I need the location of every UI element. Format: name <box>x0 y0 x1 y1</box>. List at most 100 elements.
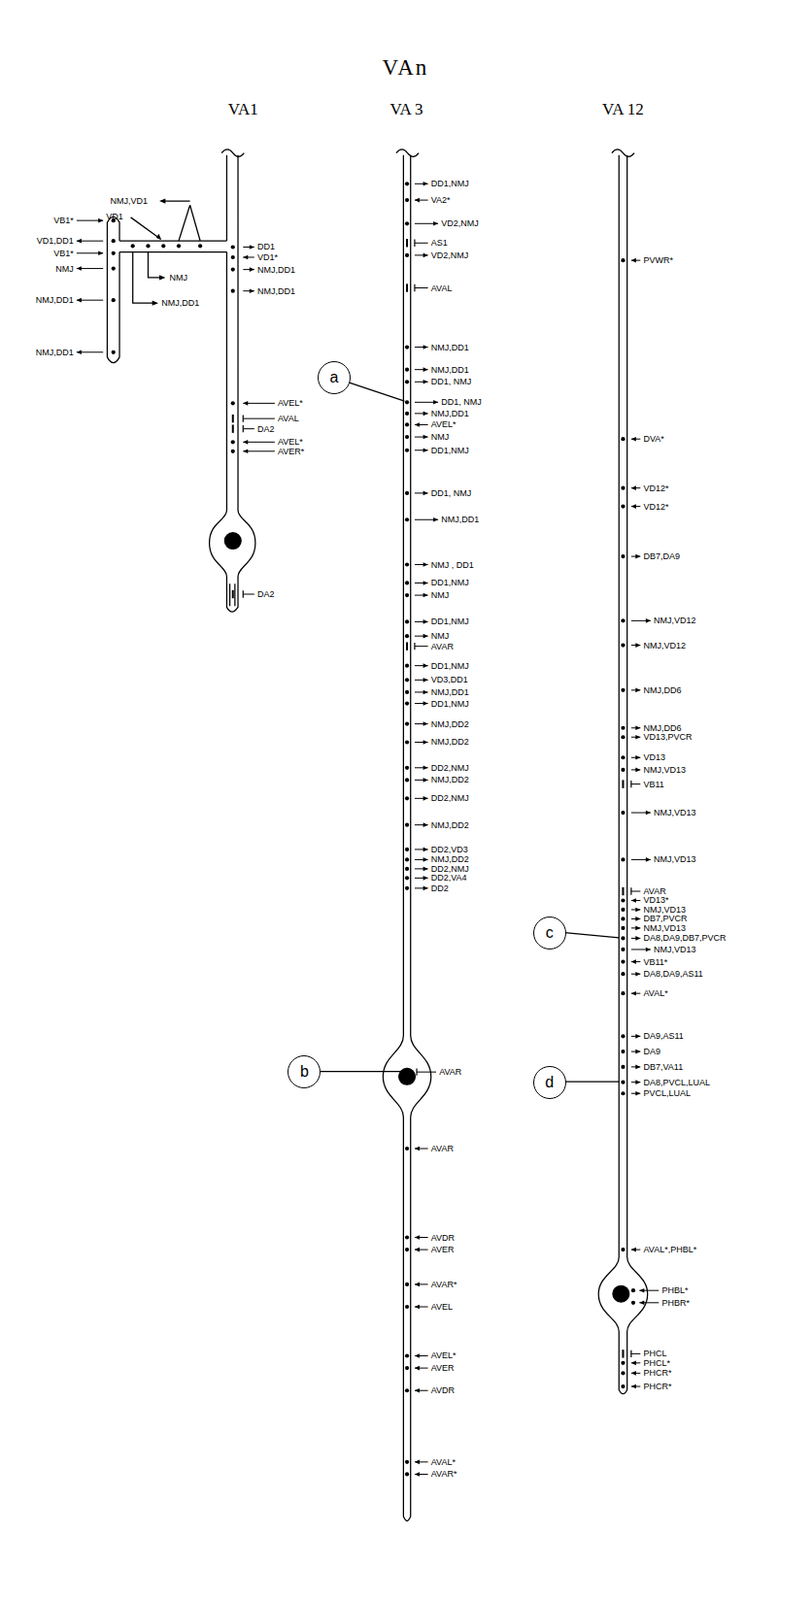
arrowhead <box>631 437 637 442</box>
synapse-label: PVWR* <box>642 255 674 266</box>
synapse-label: DB7,DA9 <box>642 551 680 562</box>
synapse-line <box>242 418 275 420</box>
synapse-dot <box>620 926 625 931</box>
synapse-dot <box>620 642 625 647</box>
synapse-dot <box>405 766 409 771</box>
arrowhead <box>645 857 651 863</box>
synapse-dot <box>231 268 236 272</box>
synapse-label: VD1 <box>105 211 124 222</box>
arrowhead <box>414 1353 420 1359</box>
synapse-label: AVDR <box>431 1386 455 1396</box>
va3-neuron <box>382 155 431 1523</box>
arrowhead <box>423 721 429 727</box>
synapse-dot <box>405 1353 409 1358</box>
synapse-label: DB7,PVCR <box>642 913 687 924</box>
arrowhead <box>635 1080 641 1085</box>
synapse-dot <box>620 504 625 508</box>
arrowhead <box>423 857 429 863</box>
callout-leaders <box>319 382 619 1083</box>
synapse-label: AVEL* <box>277 437 304 447</box>
va12-neuron <box>598 155 647 1395</box>
arrowhead <box>635 1049 641 1055</box>
synapse-label: NMJ,VD13 <box>653 808 697 818</box>
arrowhead <box>631 1385 637 1390</box>
synapse-label: PHCL <box>642 1349 667 1359</box>
arrowhead <box>242 401 248 406</box>
synapse-label: AVAL*,PHBL* <box>642 1245 697 1255</box>
synapse-label: VA2* <box>431 195 451 205</box>
synapse-label: NMJ <box>431 631 450 642</box>
synapse-line <box>631 1353 641 1355</box>
arrowhead <box>423 619 429 625</box>
synapse-label: NMJ,DD2 <box>431 719 470 730</box>
synapse-label: VD13,PVCR <box>642 732 692 743</box>
synapse-label: NMJ,DD6 <box>642 723 681 734</box>
synapse-label: PHBL* <box>661 1285 688 1296</box>
synapse-label: AVAR* <box>431 1280 458 1290</box>
arrowhead <box>423 411 429 417</box>
synapse-label: AS1 <box>431 237 448 248</box>
synapse-label: AVEL* <box>431 1351 457 1361</box>
synapse-dot <box>405 1366 409 1371</box>
synapse-dot <box>620 1065 625 1070</box>
arrowhead <box>635 926 641 932</box>
synapse-label: DD1 <box>257 241 275 252</box>
synapse-line <box>406 642 408 650</box>
arrowhead <box>76 298 82 304</box>
synapse-dot <box>405 1235 409 1240</box>
arrowhead <box>433 400 439 406</box>
synapse-line <box>232 414 235 423</box>
synapse-dot <box>231 255 236 260</box>
arrowhead <box>639 1301 644 1307</box>
synapse-dot <box>620 947 625 952</box>
arrowhead <box>242 439 248 445</box>
arrowhead <box>635 972 641 978</box>
arrowhead <box>635 768 641 774</box>
synapse-label: VD2,NMJ <box>431 250 470 261</box>
synapse-dot <box>405 867 409 872</box>
synapse-label: DD1, NMJ <box>440 397 482 407</box>
synapse-line <box>232 590 235 599</box>
synapse-dot <box>405 1388 409 1393</box>
arrowhead <box>423 634 429 640</box>
synapse-label: VD1* <box>257 252 278 263</box>
arrowhead <box>631 258 637 264</box>
synapse-dot <box>620 486 625 491</box>
synapse-label: VD13 <box>642 752 666 763</box>
synapse-dot <box>631 1301 636 1306</box>
arrowhead <box>635 755 641 761</box>
synapse-dot <box>405 344 409 349</box>
synapse-label: VB11 <box>642 779 664 790</box>
synapse-dot <box>405 847 409 852</box>
synapse-dot <box>620 1248 625 1252</box>
synapse-dot <box>405 823 409 828</box>
arrowhead <box>414 1366 420 1372</box>
callout-circle: c <box>533 916 567 950</box>
synapse-label: AVEL <box>431 1302 453 1313</box>
neuron-name: VA 3 <box>389 100 423 120</box>
arrowhead <box>635 936 641 942</box>
synapse-dot <box>631 1288 636 1293</box>
synapse-label: NMJ,DD1 <box>35 347 74 358</box>
synapse-dot <box>620 1371 625 1376</box>
arrowhead <box>423 447 429 453</box>
synapse-label: DA9 <box>642 1047 661 1057</box>
nucleus <box>224 533 241 550</box>
arrowhead <box>423 796 429 802</box>
synapse-label: NMJ,DD1 <box>431 687 470 698</box>
synapse-dot <box>620 898 625 903</box>
arrowhead <box>635 735 641 741</box>
arrowhead <box>433 221 439 227</box>
synapse-label: AVAR <box>431 642 454 652</box>
callout-circle: a <box>317 361 351 395</box>
arrowhead <box>635 554 641 560</box>
arrowhead <box>423 593 429 599</box>
synapse-line <box>414 287 429 289</box>
arrowhead <box>414 1147 420 1152</box>
synapse-label: DA8,DA9,DB7,PVCR <box>642 933 726 944</box>
synapse-dot <box>405 1305 409 1310</box>
synapse-label: DD1,NMJ <box>431 577 470 588</box>
synapse-dot <box>405 1472 409 1477</box>
synapse-dot <box>405 721 409 726</box>
arrowhead <box>76 266 82 271</box>
